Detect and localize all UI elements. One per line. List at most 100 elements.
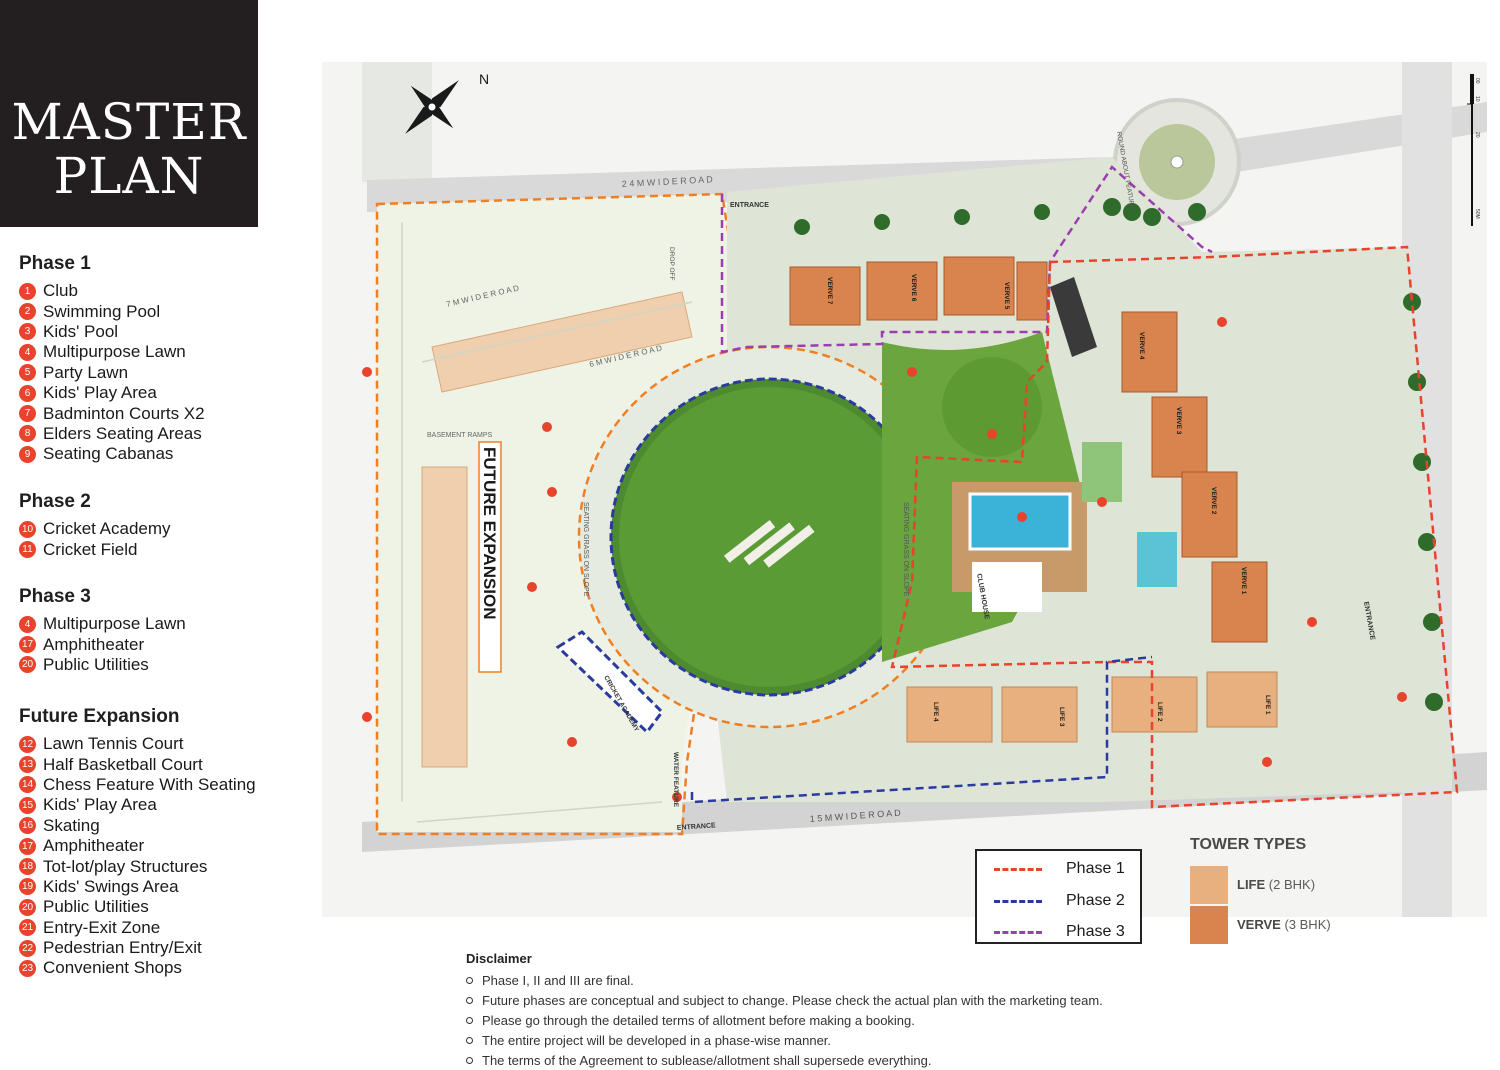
legend-item-label: Amphitheater: [43, 836, 145, 856]
legend-item-label: Badminton Courts X2: [43, 403, 205, 423]
tower-types-heading: TOWER TYPES: [1190, 836, 1307, 853]
phase-legend-row: Phase 2: [994, 892, 1125, 910]
legend-number-badge: 3: [19, 323, 36, 341]
legend-number-badge: 6: [19, 384, 36, 402]
scale-tick: 50M: [1474, 209, 1480, 219]
legend-item: 21 Entry-Exit Zone: [19, 918, 309, 938]
compass-north-label: N: [479, 71, 489, 87]
water-feature-label: WATER FEATURE: [672, 752, 679, 808]
entrance-label-bottom: ENTRANCE: [677, 822, 717, 832]
legend-number-badge: 20: [19, 656, 36, 674]
kids-pool: [1137, 532, 1177, 587]
legend-item-label: Amphitheater: [43, 634, 145, 654]
tower-label-verve-3: VERVE 3: [1175, 407, 1182, 435]
legend-number-badge: 17: [19, 837, 36, 855]
verve-towers-top: [789, 256, 1048, 326]
amphitheater: [942, 357, 1042, 457]
legend-item: 1 Club: [19, 281, 309, 301]
disclaimer-item: The entire project will be developed in …: [466, 1030, 1366, 1050]
legend-item-label: Convenient Shops: [43, 958, 182, 978]
legend-item-label: Tot-lot/play Structures: [43, 856, 208, 876]
legend-item: 13 Half Basketball Court: [19, 754, 309, 774]
cricket-pitch: [723, 519, 815, 568]
tower-label-verve-4: VERVE 4: [1138, 332, 1145, 360]
legend-item: 17 Amphitheater: [19, 634, 309, 654]
legend-item-label: Swimming Pool: [43, 301, 161, 321]
phase-legend-label: Phase 1: [1066, 860, 1125, 877]
tower-label-life-1: LIFE 1: [1264, 695, 1271, 715]
legend-number-badge: 19: [19, 878, 36, 896]
legend-number-badge: 10: [19, 520, 36, 538]
title-line-1: MASTER: [11, 93, 247, 151]
legend-item-label: Entry-Exit Zone: [43, 917, 161, 937]
basement-ramps: [1050, 277, 1097, 357]
legend-item-label: Pedestrian Entry/Exit: [43, 938, 202, 958]
legend-item-label: Party Lawn: [43, 362, 129, 382]
legend-item: 3 Kids' Pool: [19, 322, 309, 342]
legend-number-badge: 8: [19, 425, 36, 443]
legend-item-label: Half Basketball Court: [43, 754, 203, 774]
road-24m: [367, 102, 1487, 212]
title-line-2: PLAN: [53, 147, 205, 205]
scale-tick: 00: [1474, 78, 1480, 84]
legend-number-badge: 17: [19, 636, 36, 654]
club-house: [972, 562, 1042, 612]
legend-number-badge: 13: [19, 756, 36, 774]
legend-item-label: Public Utilities: [43, 654, 149, 674]
phase-2-boundary: [690, 655, 1153, 804]
verve-towers-right: [1121, 311, 1268, 643]
phase-legend-row: Phase 1: [994, 860, 1125, 878]
legend-number-badge: 21: [19, 919, 36, 937]
verve-label: VERVE (3 BHK): [1237, 917, 1331, 932]
dash-line-icon: [994, 899, 1042, 903]
disclaimer-item: Phase I, II and III are final.: [466, 970, 1366, 990]
legend-heading: Future Expansion: [19, 706, 180, 727]
future-expansion-sign: [478, 441, 502, 673]
legend-item-label: Kids' Play Area: [43, 383, 157, 403]
legend-item-label: Kids' Pool: [43, 321, 119, 341]
road-24m-label: 2 4 M W I D E R O A D: [622, 174, 714, 189]
legend-item-label: Multipurpose Lawn: [43, 342, 186, 362]
legend-number-badge: 4: [19, 615, 36, 633]
compass-icon: [405, 80, 459, 134]
phase-3-boundary: [720, 165, 1213, 354]
legend-number-badge: 2: [19, 303, 36, 321]
legend-number-badge: 14: [19, 776, 36, 794]
legend-number-badge: 9: [19, 445, 36, 463]
legend-number-badge: 11: [19, 541, 36, 559]
seating-grass-label-right: SEATING GRASS ON SLOPE: [902, 502, 909, 597]
legend-number-badge: 1: [19, 282, 36, 300]
legend-item: 2 Swimming Pool: [19, 301, 309, 321]
site-map: N 2 4 M W I D E R O A D 1 5 M W I D E R …: [322, 62, 1487, 917]
disclaimer-item: Please go through the detailed terms of …: [466, 1010, 1366, 1030]
entrance-label-top: ENTRANCE: [730, 202, 769, 209]
legend-number-badge: 20: [19, 898, 36, 916]
badminton-courts: [1082, 442, 1122, 502]
verve-swatch: [1190, 906, 1228, 944]
disclaimer-item: The terms of the Agreement to sublease/a…: [466, 1050, 1366, 1070]
scale-bar: 00 10 20 50M: [1467, 74, 1480, 226]
legend-number-badge: 18: [19, 858, 36, 876]
title-block: MASTER PLAN: [0, 0, 258, 227]
legend-item-label: Skating: [43, 815, 100, 835]
legend-number-badge: 23: [19, 959, 36, 977]
legend-item: 23 Convenient Shops: [19, 958, 309, 978]
legend-item-label: Club: [43, 281, 78, 301]
legend-heading: Phase 3: [19, 586, 91, 607]
